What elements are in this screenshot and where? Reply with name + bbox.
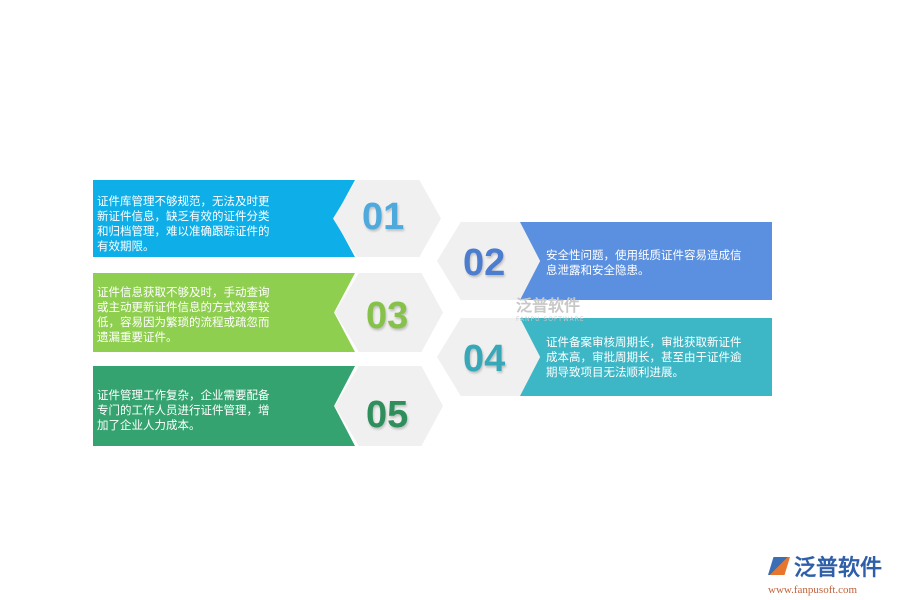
- item-02-bar: 安全性问题，使用纸质证件容易造成信息泄露和安全隐患。: [520, 222, 772, 300]
- item-01-number: 01: [362, 196, 405, 238]
- item-02-number: 02: [463, 242, 506, 284]
- watermark-sub: FANPU SOFTWARE: [516, 316, 585, 323]
- item-02-text: 安全性问题，使用纸质证件容易造成信息泄露和安全隐患。: [546, 248, 742, 277]
- item-03-text: 证件信息获取不够及时，手动查询或主动更新证件信息的方式效率较低，容易因为繁琐的流…: [97, 285, 270, 344]
- logo-icon: [768, 557, 790, 575]
- item-04-number: 04: [463, 338, 506, 380]
- logo-name: 泛普软件: [794, 556, 883, 581]
- watermark-name: 泛普软件: [516, 296, 581, 315]
- item-05-text: 证件管理工作复杂，企业需要配备专门的工作人员进行证件管理，增加了企业人力成本。: [97, 388, 270, 432]
- item-04-bar: 证件备案审核周期长，审批获取新证件成本高，审批周期长，甚至由于证件逾期导致项目无…: [520, 318, 772, 396]
- watermark: 泛普软件 FANPU SOFTWARE: [488, 292, 585, 323]
- item-03-hexagon: [335, 273, 443, 352]
- logo-url: www.fanpusoft.com: [768, 584, 858, 596]
- item-01-hexagon: [333, 180, 441, 257]
- item-04-text: 证件备案审核周期长，审批获取新证件成本高，审批周期长，甚至由于证件逾期导致项目无…: [546, 334, 742, 379]
- item-03-bar: 证件信息获取不够及时，手动查询或主动更新证件信息的方式效率较低，容易因为繁琐的流…: [93, 273, 355, 352]
- logo: 泛普软件 www.fanpusoft.com: [768, 550, 882, 596]
- item-05-bar: 证件管理工作复杂，企业需要配备专门的工作人员进行证件管理，增加了企业人力成本。: [93, 366, 355, 446]
- item-05-hexagon: [335, 366, 443, 446]
- item-03-number: 03: [366, 295, 409, 337]
- item-01-text: 证件库管理不够规范，无法及时更新证件信息，缺乏有效的证件分类和归档管理，难以准确…: [97, 194, 270, 253]
- item-01-bar: 证件库管理不够规范，无法及时更新证件信息，缺乏有效的证件分类和归档管理，难以准确…: [93, 180, 355, 257]
- item-05-number: 05: [366, 394, 409, 436]
